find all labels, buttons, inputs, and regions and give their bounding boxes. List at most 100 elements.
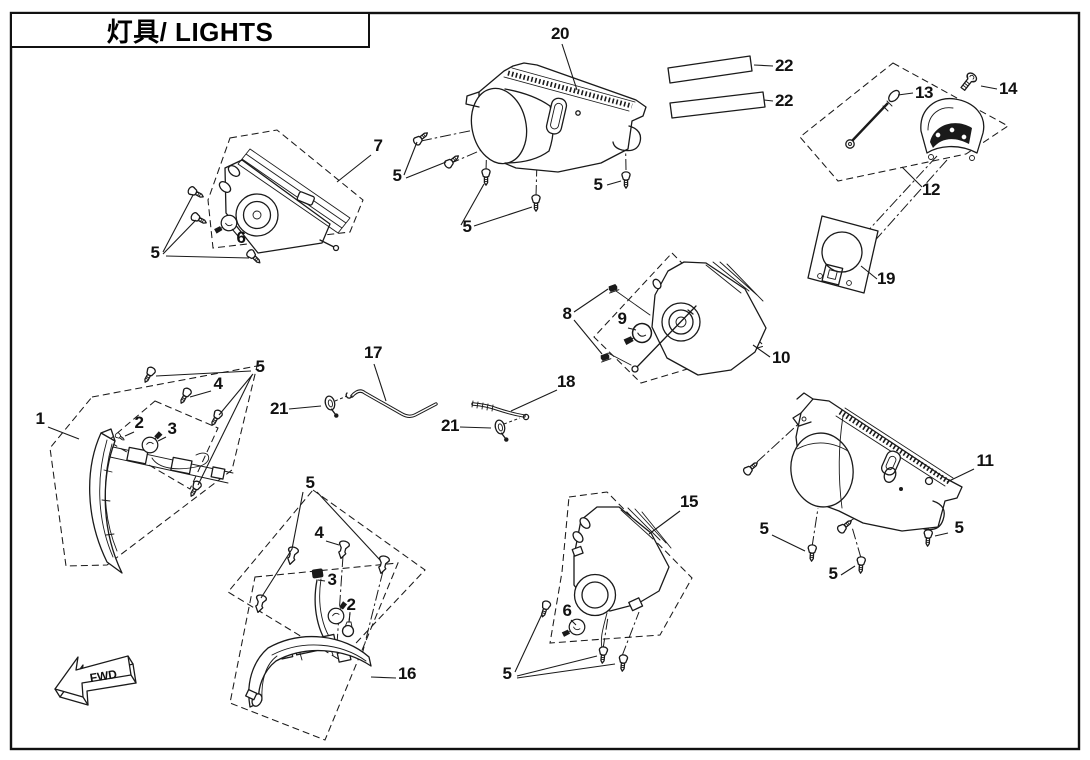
part-label-5: 5	[256, 357, 265, 376]
leader-line-2	[348, 612, 351, 623]
page-border	[9, 11, 1081, 751]
part-label-22: 22	[775, 91, 793, 110]
screw-4	[176, 386, 194, 406]
title-box: 灯具/ LIGHTS	[10, 12, 370, 48]
part-label-17: 17	[364, 343, 382, 362]
adjust-rod-17-group	[323, 389, 438, 419]
bulb-13-drawing	[845, 89, 900, 149]
part-label-6: 6	[237, 228, 246, 247]
leader-line-21	[288, 405, 322, 410]
clip-21	[493, 418, 510, 443]
headlight-11-drawing	[790, 392, 963, 532]
taillamp-16-group	[227, 489, 426, 741]
screw-5	[806, 544, 818, 563]
leader-line-7	[336, 154, 372, 183]
screw-5	[597, 645, 609, 665]
part-label-1: 1	[36, 409, 45, 428]
taillight-12-drawing	[920, 97, 985, 161]
part-label-4: 4	[214, 374, 224, 393]
part-label-8: 8	[563, 304, 572, 323]
leader-line-5	[162, 219, 197, 255]
part-label-22: 22	[775, 56, 793, 75]
screw-5	[481, 168, 491, 186]
adjust-rod-18-group	[471, 400, 530, 443]
leader-line-21	[459, 426, 492, 429]
headlight-15-group	[537, 491, 693, 673]
leader-line-5	[771, 534, 806, 552]
part-label-6: 6	[563, 601, 572, 620]
screw-5	[855, 556, 867, 575]
bulb-9	[621, 318, 655, 352]
leader-line-5	[218, 373, 254, 416]
part-label-20: 20	[551, 24, 569, 43]
part-label-21: 21	[441, 416, 459, 435]
part-label-5: 5	[151, 243, 160, 262]
headlight-20-drawing	[465, 62, 647, 173]
signal-lamp-1-group	[49, 365, 258, 574]
pin-5	[252, 593, 268, 615]
screw-5	[531, 194, 541, 212]
leader-line-13	[897, 92, 914, 96]
leader-line-18	[510, 389, 558, 412]
headlight-11-group	[741, 392, 963, 575]
part-label-5: 5	[760, 519, 769, 538]
part-label-5: 5	[306, 473, 315, 492]
headlight-15-drawing	[571, 506, 672, 652]
leader-line-20	[561, 43, 578, 91]
leader-line-15	[648, 510, 681, 535]
part-label-5: 5	[955, 518, 964, 537]
screw-2	[114, 431, 127, 443]
leader-line-5	[197, 374, 253, 486]
leader-line-19	[860, 265, 878, 280]
leader-line-1	[47, 426, 80, 440]
screw-5	[140, 365, 158, 385]
leader-line-6	[231, 228, 239, 237]
leader-line-5	[473, 206, 533, 227]
leader-line-5	[840, 565, 856, 576]
leader-line-5	[155, 370, 252, 377]
leader-line-5	[934, 532, 949, 537]
leader-line-6	[570, 619, 577, 626]
leader-line-4	[189, 390, 212, 398]
part-label-19: 19	[877, 269, 895, 288]
leader-line-11	[946, 468, 975, 483]
screw-5	[741, 458, 761, 477]
part-label-21: 21	[270, 399, 288, 418]
part-label-14: 14	[999, 79, 1018, 98]
leader-line-5	[403, 141, 418, 176]
leader-line-17	[373, 363, 387, 402]
screw-5	[189, 210, 209, 228]
leader-line-5	[514, 613, 543, 673]
screw-5	[617, 653, 629, 673]
leader-line-5	[516, 663, 616, 679]
pin-4	[335, 539, 351, 561]
part-label-11: 11	[977, 451, 994, 470]
leader-line-5	[606, 180, 622, 186]
screw-5	[186, 184, 206, 202]
taillight-12-group	[799, 62, 1010, 294]
screw-5	[411, 129, 431, 147]
taillamp-16-drawing	[245, 633, 372, 708]
leader-line-5	[162, 194, 194, 253]
part-label-18: 18	[557, 372, 575, 391]
part-label-2: 2	[135, 413, 144, 432]
leader-line-5	[316, 491, 381, 561]
bracket-19-drawing	[807, 215, 879, 294]
part-label-3: 3	[328, 570, 337, 589]
bulb-holder-1-drawing	[109, 446, 234, 484]
leader-line-8	[573, 288, 609, 313]
leader-line-2	[124, 431, 135, 437]
part-label-12: 12	[922, 180, 940, 199]
part-label-16: 16	[398, 664, 416, 683]
screw-5	[922, 529, 934, 548]
leader-line-10	[752, 344, 771, 358]
headlight-10-drawing	[607, 261, 767, 376]
leader-line-5	[260, 491, 304, 599]
part-label-5: 5	[393, 166, 402, 185]
leader-line-22	[753, 64, 774, 67]
leader-line-3	[157, 436, 167, 442]
part-label-2: 2	[347, 595, 356, 614]
leader-line-5	[165, 255, 250, 259]
